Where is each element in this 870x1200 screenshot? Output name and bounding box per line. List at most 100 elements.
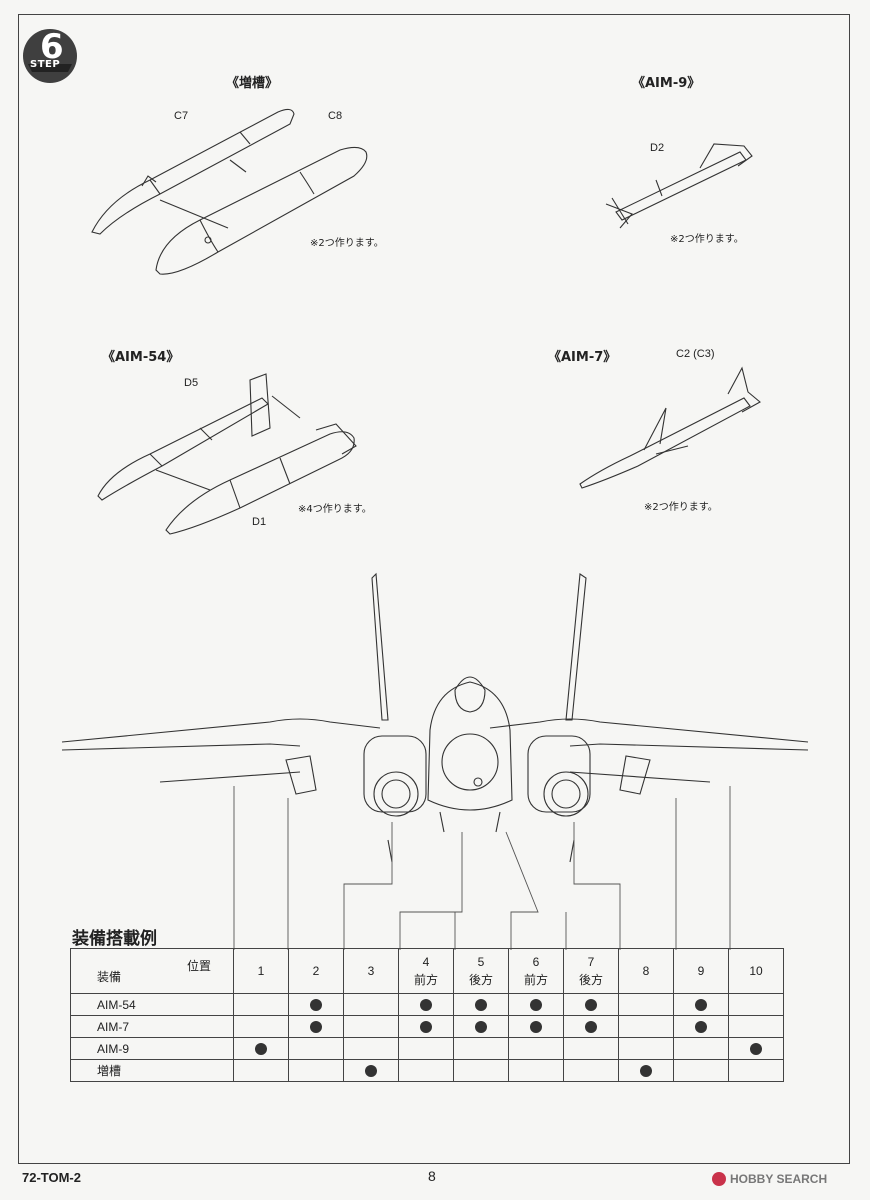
note-aim7: ※2つ作ります。	[644, 502, 718, 513]
watermark: HOBBY SEARCH	[712, 1172, 827, 1186]
loadout-cell	[673, 1059, 729, 1082]
equipment-name: AIM-9	[70, 1037, 234, 1060]
equipment-name: AIM-7	[70, 1015, 234, 1038]
station-leader-lines	[233, 786, 731, 950]
loadout-mark-icon	[310, 999, 322, 1012]
loadout-mark-icon	[530, 1021, 542, 1034]
loadout-cell	[508, 1015, 564, 1038]
loadout-mark-icon	[475, 999, 487, 1012]
table-row: AIM-9	[70, 1037, 784, 1060]
position-header: 2	[288, 948, 344, 994]
corner-equipment-label: 装備	[97, 970, 122, 984]
loadout-mark-icon	[585, 1021, 597, 1034]
part-label-d5: D5	[184, 377, 199, 389]
loadout-cell	[343, 1059, 399, 1082]
table-corner-cell: 位置 装備	[70, 948, 234, 994]
loadout-cell	[508, 1037, 564, 1060]
loadout-cell	[398, 1037, 454, 1060]
loadout-cell	[343, 1037, 399, 1060]
loadout-cell	[618, 1037, 674, 1060]
loadout-mark-icon	[695, 1021, 707, 1034]
aim9-missile-drawing	[605, 143, 753, 229]
loadout-mark-icon	[365, 1065, 377, 1078]
loadout-cell	[673, 1015, 729, 1038]
loadout-cell	[453, 993, 509, 1016]
note-aim54: ※4つ作ります。	[298, 504, 372, 515]
loadout-mark-icon	[475, 1021, 487, 1034]
step-label: STEP	[30, 59, 61, 70]
part-label-d1: D1	[252, 516, 267, 528]
section-title-tank: 《増槽》	[226, 76, 279, 91]
loadout-mark-icon	[530, 999, 542, 1012]
loadout-cell	[288, 1037, 344, 1060]
watermark-text: HOBBY SEARCH	[730, 1172, 828, 1186]
loadout-cell	[618, 1059, 674, 1082]
page-number: 8	[428, 1168, 436, 1184]
loadout-cell	[563, 993, 619, 1016]
table-row: 増槽	[70, 1059, 784, 1082]
loadout-mark-icon	[695, 999, 707, 1012]
position-header: 8	[618, 948, 674, 994]
corner-position-label: 位置	[186, 959, 211, 973]
step-badge-icon	[23, 29, 77, 83]
aim54-d1-drawing	[165, 423, 357, 535]
loadout-cell	[618, 993, 674, 1016]
loadout-cell	[508, 1059, 564, 1082]
page-frame	[18, 14, 850, 1164]
loadout-mark-icon	[255, 1043, 267, 1056]
aim54-d5-drawing	[97, 373, 271, 501]
loadout-cell	[398, 1059, 454, 1082]
loadout-cell	[673, 1037, 729, 1060]
watermark-logo-icon	[712, 1172, 726, 1186]
aim7-missile-drawing	[579, 366, 761, 489]
loadout-cell	[398, 1015, 454, 1038]
step-number: 6	[40, 27, 64, 67]
loadout-mark-icon	[310, 1021, 322, 1034]
table-row: AIM-7	[70, 1015, 784, 1038]
loadout-cell	[728, 1037, 784, 1060]
f14-aircraft-front-view-drawing	[61, 572, 809, 863]
loadout-cell	[233, 993, 289, 1016]
drop-tank-c8-drawing	[155, 146, 368, 275]
loadout-cell	[728, 1015, 784, 1038]
table-row: AIM-54	[70, 993, 784, 1016]
loadout-cell	[288, 1059, 344, 1082]
section-title-aim54: 《AIM-54》	[102, 350, 180, 365]
loadout-cell	[453, 1037, 509, 1060]
position-header: 3	[343, 948, 399, 994]
loadout-cell	[288, 993, 344, 1016]
loadout-cell	[233, 1037, 289, 1060]
loadout-cell	[453, 1015, 509, 1038]
table-title: 装備搭載例	[72, 929, 157, 949]
equipment-name: AIM-54	[70, 993, 234, 1016]
loadout-mark-icon	[420, 1021, 432, 1034]
loadout-cell	[233, 1059, 289, 1082]
loadout-cell	[728, 1059, 784, 1082]
loadout-cell	[453, 1059, 509, 1082]
part-label-c8: C8	[328, 110, 343, 122]
loadout-cell	[508, 993, 564, 1016]
position-header: 9	[673, 948, 729, 994]
loadout-mark-icon	[750, 1043, 762, 1056]
loadout-mark-icon	[585, 999, 597, 1012]
part-label-d2: D2	[650, 142, 665, 154]
assembly-arrow-icon	[159, 159, 247, 229]
loadout-cell	[563, 1015, 619, 1038]
loadout-cell	[618, 1015, 674, 1038]
loadout-cell	[343, 993, 399, 1016]
equipment-name: 増槽	[70, 1059, 234, 1082]
section-title-aim9: 《AIM-9》	[632, 76, 701, 91]
position-header: 1	[233, 948, 289, 994]
part-label-c7: C7	[174, 110, 189, 122]
part-label-c2: C2 (C3)	[676, 348, 715, 360]
note-tank: ※2つ作ります。	[310, 238, 384, 249]
loadout-cell	[343, 1015, 399, 1038]
loadout-cell	[288, 1015, 344, 1038]
